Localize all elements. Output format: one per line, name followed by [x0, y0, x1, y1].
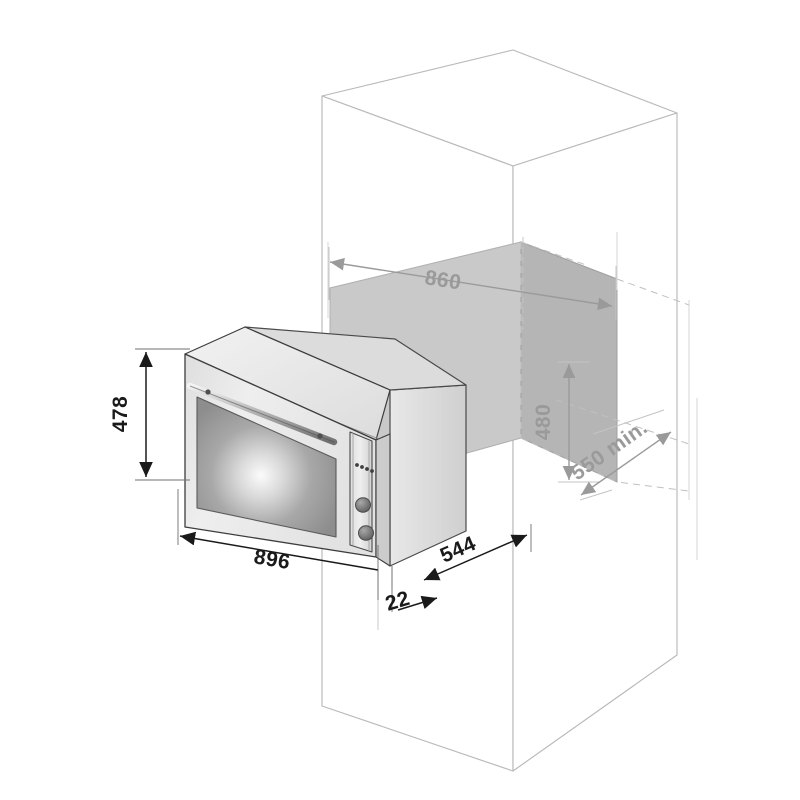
- indicator-light-1: [355, 463, 359, 467]
- dimension-label-478: 478: [109, 396, 132, 433]
- built-in-oven: [184, 326, 467, 567]
- dim-line-544: [423, 534, 528, 581]
- oven-control-panel[interactable]: [349, 431, 373, 553]
- dim-line-550: [580, 431, 672, 496]
- dimension-896-oven-width: 896: [177, 489, 379, 600]
- oven-door-glass: [196, 396, 337, 538]
- oven-control-knobs[interactable]: [355, 497, 374, 541]
- ext-line-550-upper: [592, 409, 665, 435]
- control-knob-upper[interactable]: [355, 497, 371, 513]
- handle-mount-right: [317, 433, 323, 439]
- dimension-label-480: 480: [532, 404, 555, 441]
- oven-indicator-lights: [355, 463, 374, 473]
- dim-line-896: [179, 531, 379, 571]
- indicator-light-2: [360, 465, 364, 469]
- handle-mount-left: [205, 389, 211, 395]
- oven-door-handle[interactable]: [186, 382, 338, 446]
- reference-lines: [327, 232, 698, 560]
- dim-line-22: [397, 595, 438, 611]
- handle-bar-outline: [189, 385, 335, 443]
- dimension-478-oven-height: 478: [109, 348, 190, 481]
- oven-front-panel-right-edge: [375, 433, 391, 567]
- indicator-light-4: [370, 469, 374, 473]
- dim-line-860: [329, 257, 613, 311]
- control-knob-lower[interactable]: [358, 525, 374, 541]
- dimension-860-niche-width: 860: [328, 237, 617, 330]
- indicator-light-3: [365, 467, 369, 471]
- dimension-label-860: 860: [423, 266, 463, 294]
